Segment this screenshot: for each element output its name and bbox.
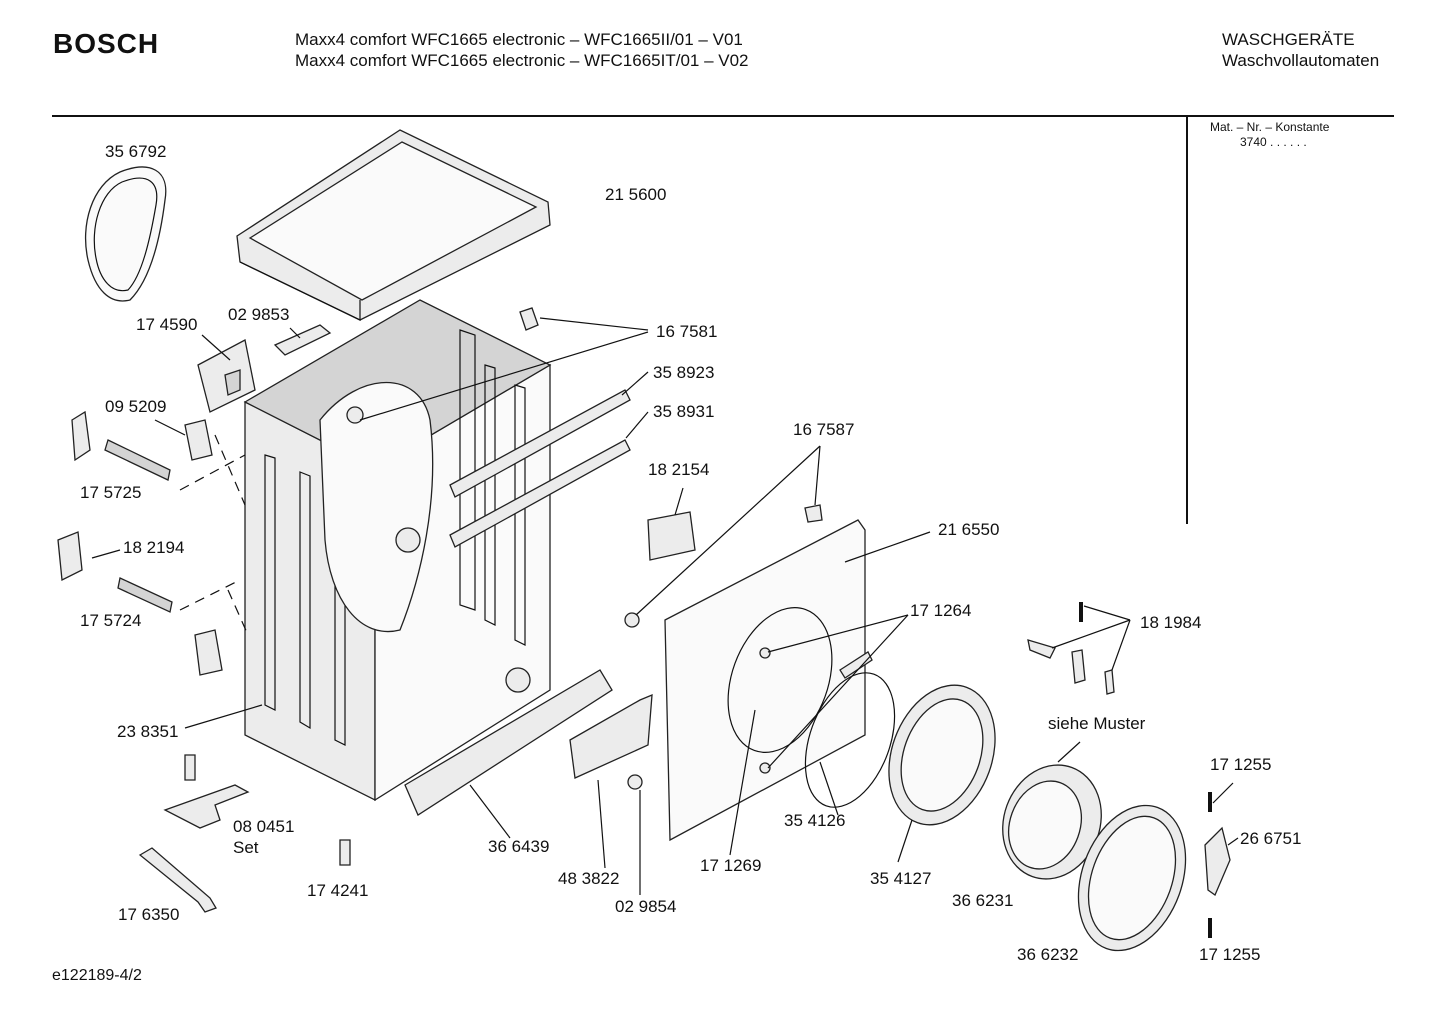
label-080451[interactable]: 08 0451	[233, 817, 294, 836]
door-glass-seal-part[interactable]	[788, 661, 911, 820]
transport-bracket-set-part[interactable]	[163, 784, 250, 829]
model-title-line-1: Maxx4 comfort WFC1665 electronic – WFC16…	[295, 30, 743, 49]
label-171264[interactable]: 17 1264	[910, 601, 971, 620]
door-outer-ring-part[interactable]	[1059, 790, 1204, 965]
model-title-line-2: Maxx4 comfort WFC1665 electronic – WFC16…	[295, 51, 749, 70]
door-spring-part[interactable]	[839, 651, 873, 679]
cabinet-housing-part[interactable]	[243, 299, 552, 802]
label-181984[interactable]: 18 1984	[1140, 613, 1201, 632]
label-182154[interactable]: 18 2154	[648, 460, 709, 479]
shock-absorber-mount-lower-part[interactable]	[57, 531, 83, 582]
shock-absorber-upper-part[interactable]	[104, 439, 171, 481]
leader-lines	[91, 317, 1239, 895]
label-174241[interactable]: 17 4241	[307, 881, 368, 900]
label-171269[interactable]: 17 1269	[700, 856, 761, 875]
label-354126[interactable]: 35 4126	[784, 811, 845, 830]
screw-174241-part[interactable]	[339, 839, 351, 866]
foot-screw-part[interactable]	[184, 754, 196, 781]
plinth-panel-part[interactable]	[404, 669, 613, 816]
label-095209[interactable]: 09 5209	[105, 397, 166, 416]
shock-absorber-mount-upper-part[interactable]	[71, 410, 91, 462]
category-subtitle: Waschvollautomaten	[1222, 51, 1380, 70]
clip-029854-part[interactable]	[627, 774, 643, 790]
drawing-number: e122189-4/2	[52, 967, 142, 984]
label-358923[interactable]: 35 8923	[653, 363, 714, 382]
material-divider	[1186, 117, 1188, 524]
guide-rail-upper-part[interactable]	[449, 389, 631, 498]
material-number-label: Mat. – Nr. – Konstante	[1210, 120, 1330, 134]
label-174590[interactable]: 17 4590	[136, 315, 197, 334]
detergent-bracket-part[interactable]	[197, 339, 256, 413]
label-182194[interactable]: 18 2194	[123, 538, 184, 557]
label-siehe-muster[interactable]: siehe Muster	[1048, 714, 1146, 733]
label-366439[interactable]: 36 6439	[488, 837, 549, 856]
label-167587[interactable]: 16 7587	[793, 420, 854, 439]
front-panel-part[interactable]	[664, 519, 866, 842]
label-238351[interactable]: 23 8351	[117, 722, 178, 741]
label-029854[interactable]: 02 9854	[615, 897, 676, 916]
brand-logo: BOSCH	[53, 28, 160, 59]
fastening-clip-part[interactable]	[519, 307, 539, 331]
label-366231[interactable]: 36 6231	[952, 891, 1013, 910]
category-title: WASCHGERÄTE	[1222, 30, 1355, 49]
label-029853[interactable]: 02 9853	[228, 305, 289, 324]
label-216550[interactable]: 21 6550	[938, 520, 999, 539]
part-number-labels: 35 6792 21 5600 17 4590 02 9853 16 7581 …	[80, 142, 1301, 964]
material-number-value: 3740 . . . . . .	[1240, 135, 1307, 149]
guide-rail-lower-part[interactable]	[449, 439, 631, 548]
door-gasket-part[interactable]	[84, 166, 167, 302]
label-356792[interactable]: 35 6792	[105, 142, 166, 161]
label-215600[interactable]: 21 5600	[605, 185, 666, 204]
clip-095209-part[interactable]	[184, 419, 213, 461]
label-366232[interactable]: 36 6232	[1017, 945, 1078, 964]
top-clip-part[interactable]	[273, 324, 332, 356]
clip-167587-part[interactable]	[804, 504, 823, 523]
label-358931[interactable]: 35 8931	[653, 402, 714, 421]
label-354127[interactable]: 35 4127	[870, 869, 931, 888]
door-hinge-part[interactable]	[1027, 639, 1115, 695]
wrench-part[interactable]	[138, 847, 217, 913]
label-175724[interactable]: 17 5724	[80, 611, 141, 630]
header-divider	[52, 115, 1394, 117]
door-inner-frame-part[interactable]	[870, 670, 1013, 840]
control-cover-part[interactable]	[569, 693, 653, 779]
clip-lower-part[interactable]	[194, 629, 223, 676]
label-176350[interactable]: 17 6350	[118, 905, 179, 924]
label-175725[interactable]: 17 5725	[80, 483, 141, 502]
clip-167581-lower-part[interactable]	[624, 612, 640, 628]
label-171255-lower[interactable]: 17 1255	[1199, 945, 1260, 964]
label-171255-upper[interactable]: 17 1255	[1210, 755, 1271, 774]
worktop-part[interactable]	[236, 129, 551, 321]
door-handle-part[interactable]	[1204, 826, 1231, 896]
label-set[interactable]: Set	[233, 838, 259, 857]
label-167581[interactable]: 16 7581	[656, 322, 717, 341]
shock-absorber-lower-part[interactable]	[117, 577, 173, 613]
bracket-182154-part[interactable]	[647, 511, 696, 561]
label-266751[interactable]: 26 6751	[1240, 829, 1301, 848]
label-483822[interactable]: 48 3822	[558, 869, 619, 888]
